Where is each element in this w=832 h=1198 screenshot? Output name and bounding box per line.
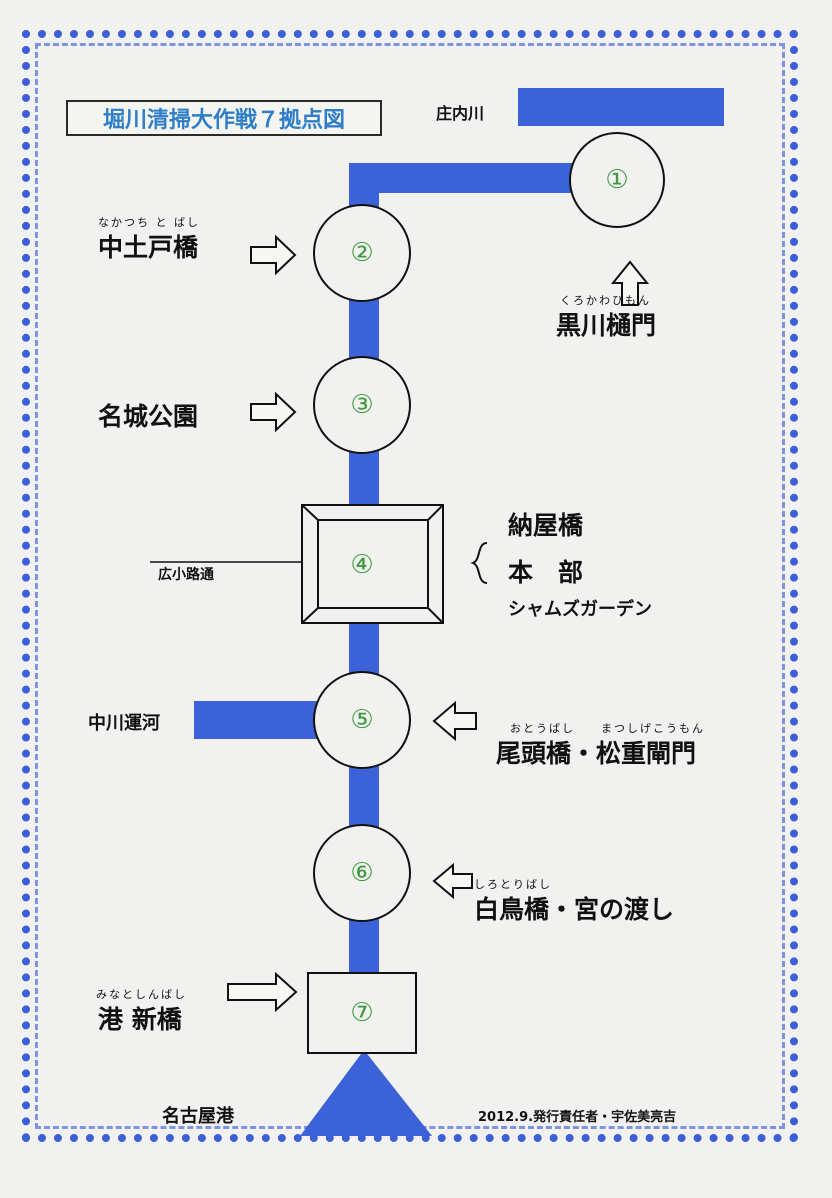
base-3-label: 名城公園	[98, 402, 199, 431]
base-2-number: ②	[350, 238, 374, 268]
base-4-label-line3: シャムズガーデン	[508, 599, 652, 620]
base-1-reading: くろかわひもん	[560, 294, 651, 307]
base-2-reading: なかつち と ばし	[98, 216, 200, 229]
base-1-label: 黒川樋門	[556, 311, 657, 340]
base-4-label-line1: 納屋橋	[508, 511, 584, 540]
base-4-label-line2: 本 部	[508, 558, 584, 587]
base-4-brace	[470, 542, 488, 584]
footer-publisher: 2012.9.発行責任者・宇佐美亮吉	[478, 1110, 677, 1125]
base-7-number: ⑦	[350, 998, 374, 1028]
hirokoji-street-label: 広小路通	[158, 567, 214, 583]
arrow-to-base-5	[432, 700, 477, 742]
nagoya-port-label: 名古屋港	[162, 1106, 234, 1127]
base-4-box	[301, 504, 444, 624]
base-6-circle	[313, 824, 411, 922]
base-2-circle	[313, 204, 411, 302]
base-7-box	[307, 972, 417, 1054]
channel-top-horizontal	[349, 163, 609, 193]
shonai-river-label: 庄内川	[436, 104, 485, 123]
base-5-reading: おとうばし まつしげこうもん	[510, 722, 705, 735]
arrow-to-base-6	[432, 862, 473, 900]
base-5-circle	[313, 671, 411, 769]
base-2-label: 中土戸橋	[98, 233, 199, 262]
map-title: 堀川清掃大作戦７拠点図	[66, 100, 382, 136]
nakagawa-canal-label: 中川運河	[88, 713, 160, 734]
base-6-number: ⑥	[350, 858, 374, 888]
base-6-reading: しろとりばし	[474, 878, 552, 891]
base-7-label: 港 新橋	[98, 1005, 182, 1034]
base-7-reading: みなとしんばし	[96, 988, 187, 1001]
arrow-to-base-2	[250, 234, 297, 276]
arrow-to-base-3	[250, 391, 297, 433]
base-3-number: ③	[350, 390, 374, 420]
base-5-number: ⑤	[350, 705, 374, 735]
base-5-label: 尾頭橋・松重閘門	[496, 739, 697, 768]
base-4-number: ④	[350, 550, 374, 580]
base-1-number: ①	[605, 165, 629, 195]
arrow-to-base-7	[227, 971, 298, 1013]
nagoya-port-shape	[300, 1050, 432, 1136]
shonai-river-bar	[518, 88, 724, 126]
base-3-circle	[313, 356, 411, 454]
base-6-label: 白鳥橋・宮の渡し	[474, 895, 675, 924]
arrow-to-base-1	[610, 260, 650, 306]
base-1-circle	[569, 132, 665, 228]
decorative-border	[22, 30, 798, 1142]
